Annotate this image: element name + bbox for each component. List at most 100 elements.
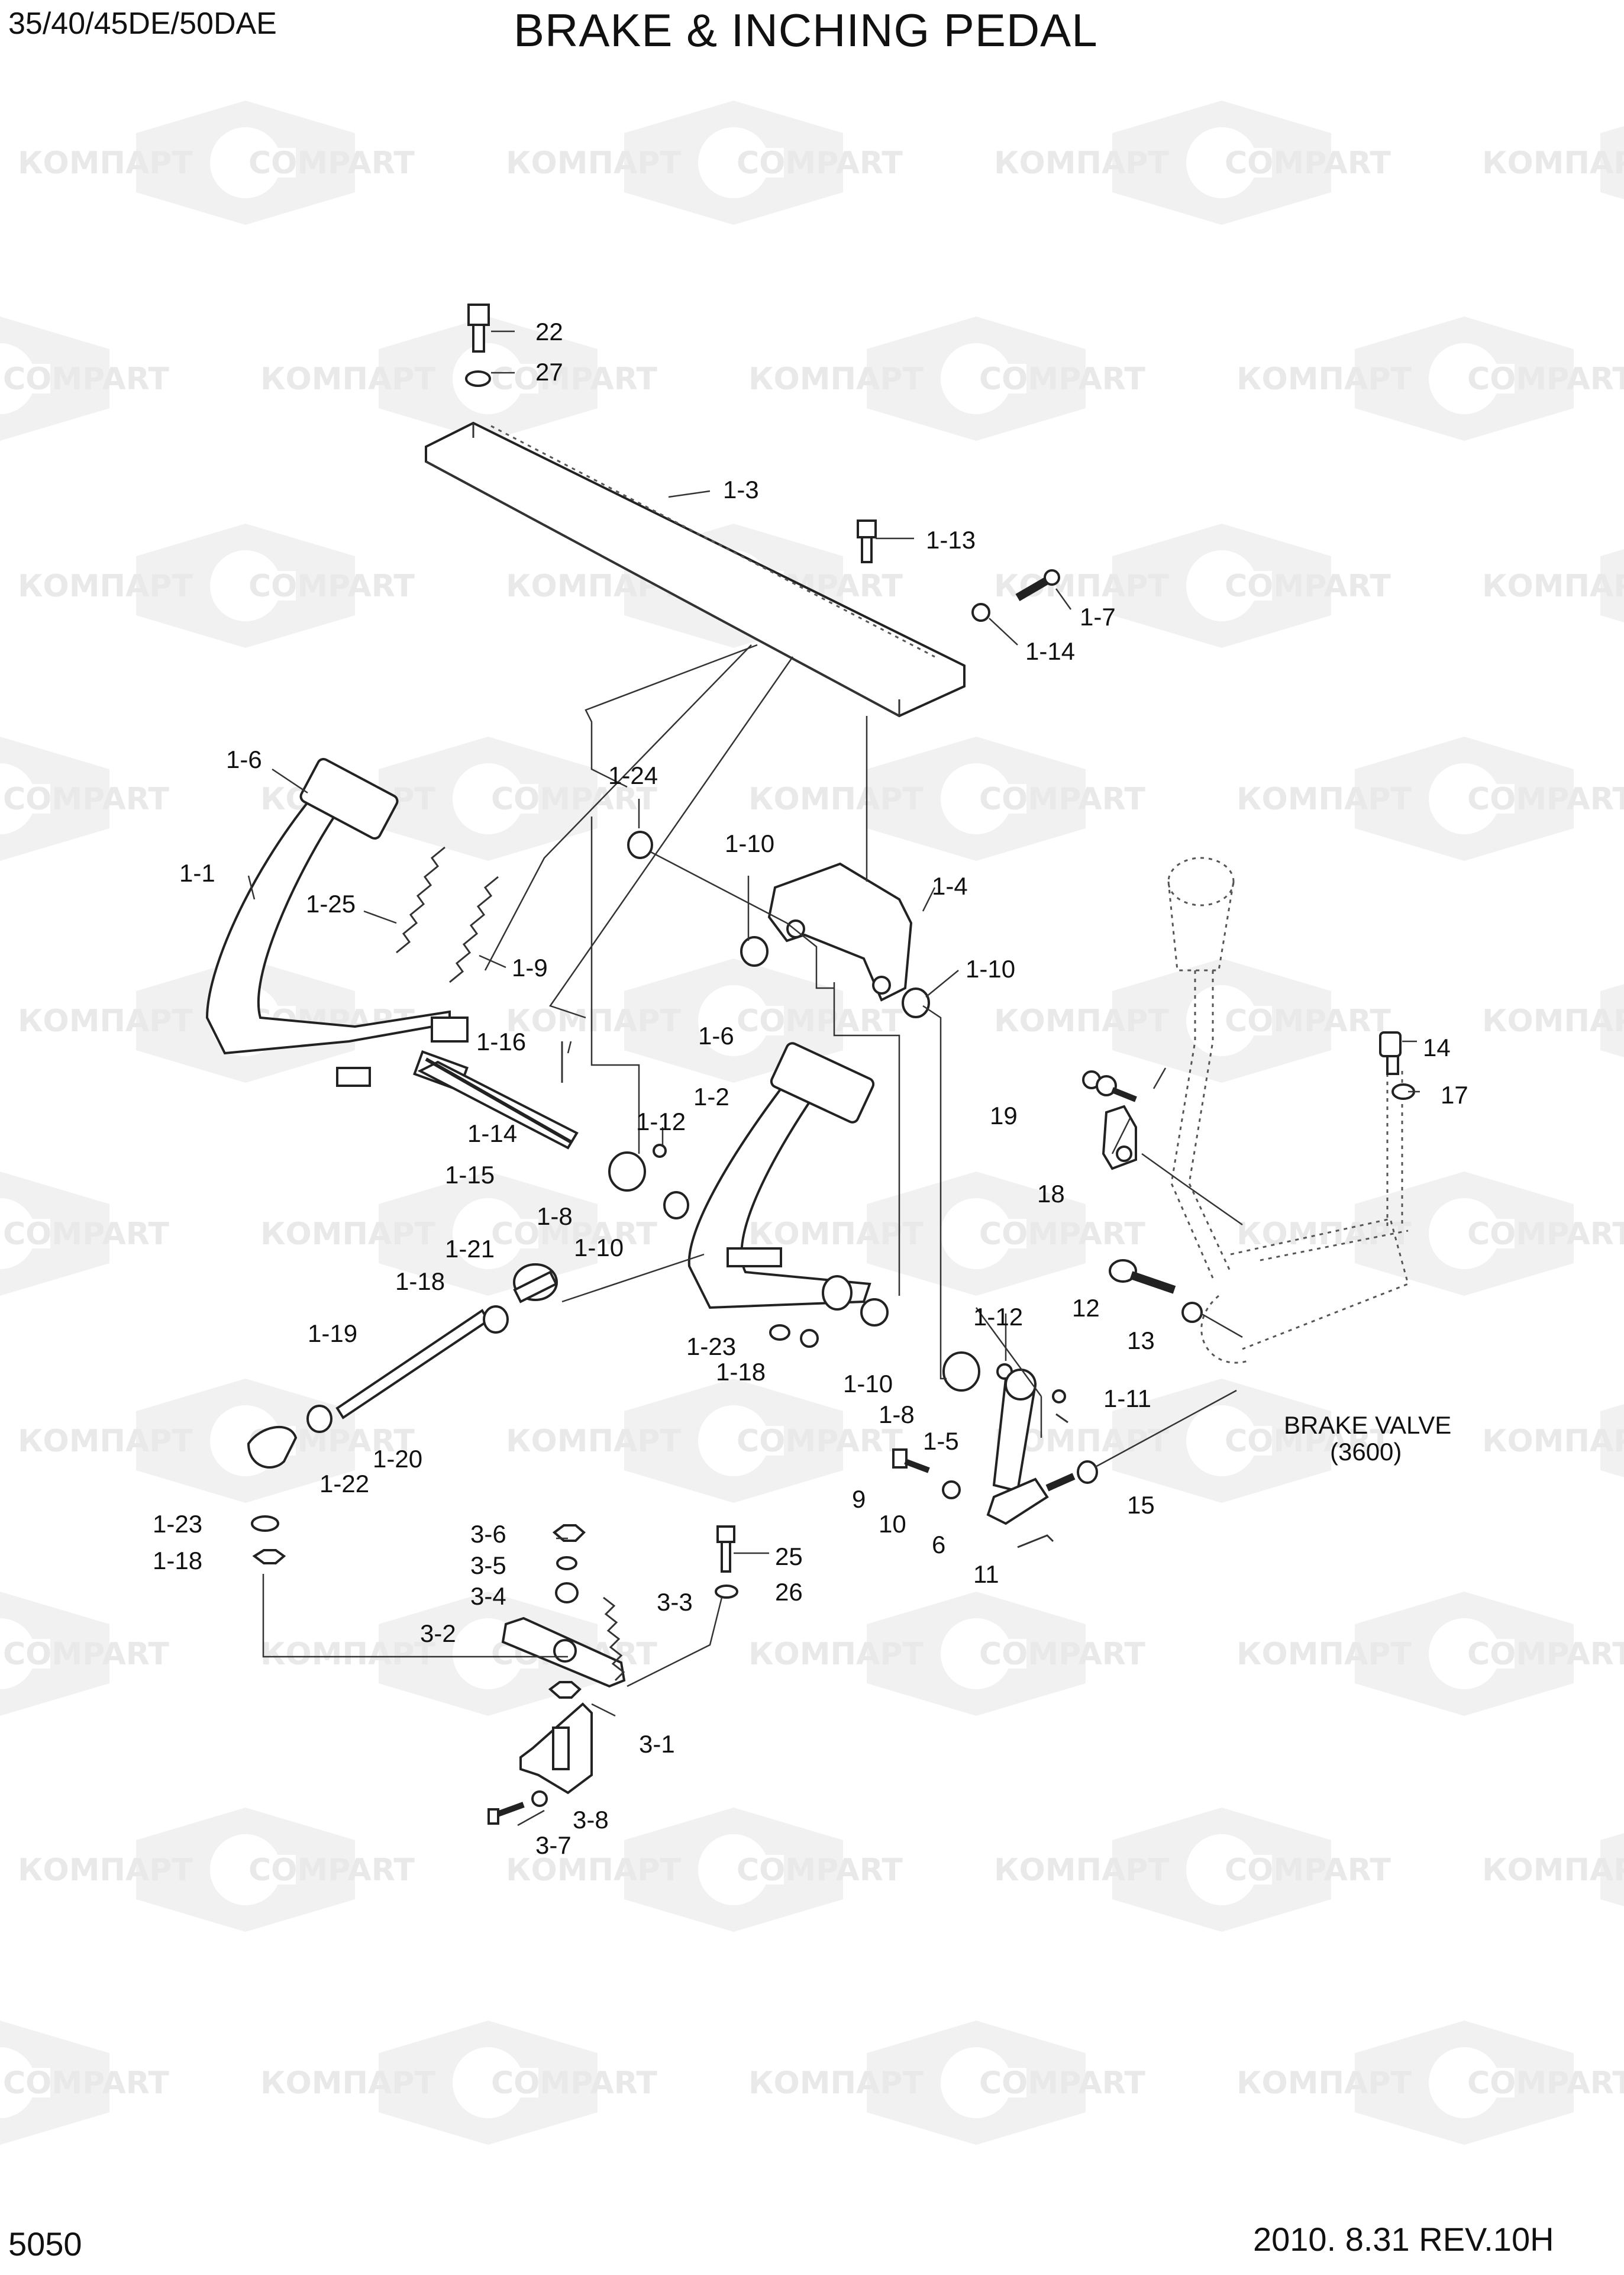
page-number: 5050 bbox=[8, 2225, 82, 2263]
washer-26 bbox=[715, 1585, 738, 1599]
callout-10: 10 bbox=[879, 1510, 906, 1538]
callout-1-2: 1-2 bbox=[693, 1083, 729, 1111]
callout-1-23: 1-23 bbox=[153, 1510, 202, 1538]
callout-17: 17 bbox=[1441, 1081, 1468, 1109]
bolt-3-7 bbox=[487, 1802, 525, 1825]
watermark-text-right: COMPART bbox=[1225, 1424, 1391, 1459]
watermark-text-right: COMPART bbox=[248, 1853, 415, 1888]
callout-1-21: 1-21 bbox=[445, 1235, 495, 1263]
watermark-text-left: КОМПАРТ bbox=[260, 1637, 435, 1672]
washer-27 bbox=[465, 370, 491, 387]
callout-1-25: 1-25 bbox=[306, 890, 356, 918]
pin-1-7 bbox=[1015, 569, 1060, 602]
watermark-text-left: КОМПАРТ bbox=[1482, 1424, 1624, 1459]
callout-9: 9 bbox=[852, 1485, 866, 1513]
callout-1-1: 1-1 bbox=[179, 859, 215, 887]
bushing-1-10b bbox=[902, 988, 930, 1018]
callout-1-10: 1-10 bbox=[725, 830, 774, 857]
bolt-19 bbox=[1082, 1070, 1137, 1102]
watermark-text-left: КОМПАРТ bbox=[506, 146, 681, 181]
callout-1-19: 1-19 bbox=[308, 1319, 357, 1347]
callout-1-15: 1-15 bbox=[445, 1161, 495, 1189]
watermark-text-left: КОМПАРТ bbox=[748, 362, 924, 397]
watermark-text-left: КОМПАРТ bbox=[748, 2066, 924, 2101]
model-number: 35/40/45DE/50DAE bbox=[8, 7, 277, 41]
callout-1-18: 1-18 bbox=[395, 1267, 445, 1295]
brake-valve-note-line1: BRAKE VALVE bbox=[1284, 1411, 1451, 1439]
nut-1-18b bbox=[252, 1549, 286, 1564]
watermark-text-right: COMPART bbox=[1225, 1003, 1391, 1039]
bracket-1-4 bbox=[767, 862, 913, 1002]
watermark-text-left: КОМПАРТ bbox=[1482, 1003, 1624, 1039]
callout-19: 19 bbox=[990, 1102, 1018, 1130]
washer-3-5 bbox=[556, 1556, 577, 1570]
watermark-text-right: COMPART bbox=[491, 2066, 657, 2101]
watermark-text-right: COMPART bbox=[1225, 569, 1391, 604]
watermark-text-left: КОМПАРТ bbox=[18, 1424, 193, 1459]
watermark-text-right: COMPART bbox=[3, 782, 169, 817]
watermark-text-left: КОМПАРТ bbox=[18, 569, 193, 604]
washer-1-23a bbox=[251, 1515, 279, 1532]
callout-labels: 22 27 1-3 1-13 1-7 1-14 1-6 1-24 1-10 1-… bbox=[153, 318, 1468, 1859]
callout-1-4: 1-4 bbox=[932, 872, 968, 900]
callout-3-1: 3-1 bbox=[639, 1730, 675, 1758]
nut-3-x bbox=[548, 1681, 582, 1699]
callout-18: 18 bbox=[1037, 1180, 1065, 1208]
oring-1-24 bbox=[627, 831, 653, 859]
callout-1-10: 1-10 bbox=[966, 955, 1015, 983]
callout-3-4: 3-4 bbox=[470, 1582, 506, 1610]
watermark-text-left: КОМПАРТ bbox=[506, 1424, 681, 1459]
bushing-1-10a bbox=[740, 936, 769, 967]
page-title: BRAKE & INCHING PEDAL bbox=[514, 4, 1098, 56]
watermark-text-right: COMPART bbox=[248, 146, 415, 181]
callout-1-12: 1-12 bbox=[973, 1303, 1023, 1331]
date-revision: 2010. 8.31 REV.10H bbox=[1253, 2221, 1554, 2258]
callout-1-3: 1-3 bbox=[723, 476, 759, 504]
callout-1-6: 1-6 bbox=[698, 1022, 734, 1050]
rod-end-1-22 bbox=[247, 1426, 298, 1469]
rod-end-1-21 bbox=[513, 1263, 558, 1303]
watermark-text-left: КОМПАРТ bbox=[18, 1003, 193, 1039]
watermark-text-left: КОМПАРТ bbox=[1236, 1637, 1412, 1672]
spring-1-25 bbox=[396, 846, 445, 954]
bolt-1-12c bbox=[1052, 1389, 1066, 1403]
bushing-1-10d bbox=[860, 1298, 889, 1327]
spring-1-9 bbox=[449, 876, 499, 983]
callout-26: 26 bbox=[775, 1578, 803, 1606]
washer-1-23b bbox=[769, 1324, 790, 1341]
watermark-text-right: COMPART bbox=[1467, 1216, 1624, 1252]
watermark-text-left: КОМПАРТ bbox=[994, 1003, 1169, 1039]
callout-1-18: 1-18 bbox=[153, 1547, 202, 1574]
watermark-text-right: COMPART bbox=[1467, 1637, 1624, 1672]
watermark-text-left: КОМПАРТ bbox=[994, 146, 1169, 181]
callout-1-18: 1-18 bbox=[716, 1358, 766, 1386]
watermark-text-left: КОМПАРТ bbox=[994, 1853, 1169, 1888]
elbow-14 bbox=[1379, 1031, 1402, 1075]
nut-1-20 bbox=[306, 1405, 332, 1433]
shaft-1-16 bbox=[425, 1057, 572, 1144]
callout-14: 14 bbox=[1423, 1034, 1451, 1061]
watermark-text-right: COMPART bbox=[3, 362, 169, 397]
watermark-text-left: КОМПАРТ bbox=[18, 146, 193, 181]
callout-1-5: 1-5 bbox=[923, 1427, 959, 1455]
watermark-text-left: КОМПАРТ bbox=[506, 1003, 681, 1039]
watermark-text-left: КОМПАРТ bbox=[260, 362, 435, 397]
callout-1-10: 1-10 bbox=[574, 1234, 624, 1261]
bolt-12 bbox=[1109, 1259, 1176, 1294]
callout-1-24: 1-24 bbox=[608, 761, 658, 789]
callout-1-22: 1-22 bbox=[319, 1470, 369, 1498]
watermark-text-left: КОМПАРТ bbox=[1482, 569, 1624, 604]
washer-13 bbox=[1181, 1302, 1203, 1323]
callout-1-7: 1-7 bbox=[1080, 603, 1116, 631]
callout-1-8: 1-8 bbox=[537, 1202, 573, 1230]
callout-1-20: 1-20 bbox=[373, 1445, 422, 1473]
watermark-text-right: COMPART bbox=[1225, 146, 1391, 181]
watermark-text-right: COMPART bbox=[3, 2066, 169, 2101]
callout-1-14: 1-14 bbox=[467, 1119, 517, 1147]
bolt-9 bbox=[892, 1448, 930, 1473]
watermark-text-left: КОМПАРТ bbox=[260, 1216, 435, 1252]
watermark-text-right: COMPART bbox=[491, 782, 657, 817]
watermark-text-right: COMPART bbox=[491, 1216, 657, 1252]
watermark-text-right: COMPART bbox=[491, 362, 657, 397]
